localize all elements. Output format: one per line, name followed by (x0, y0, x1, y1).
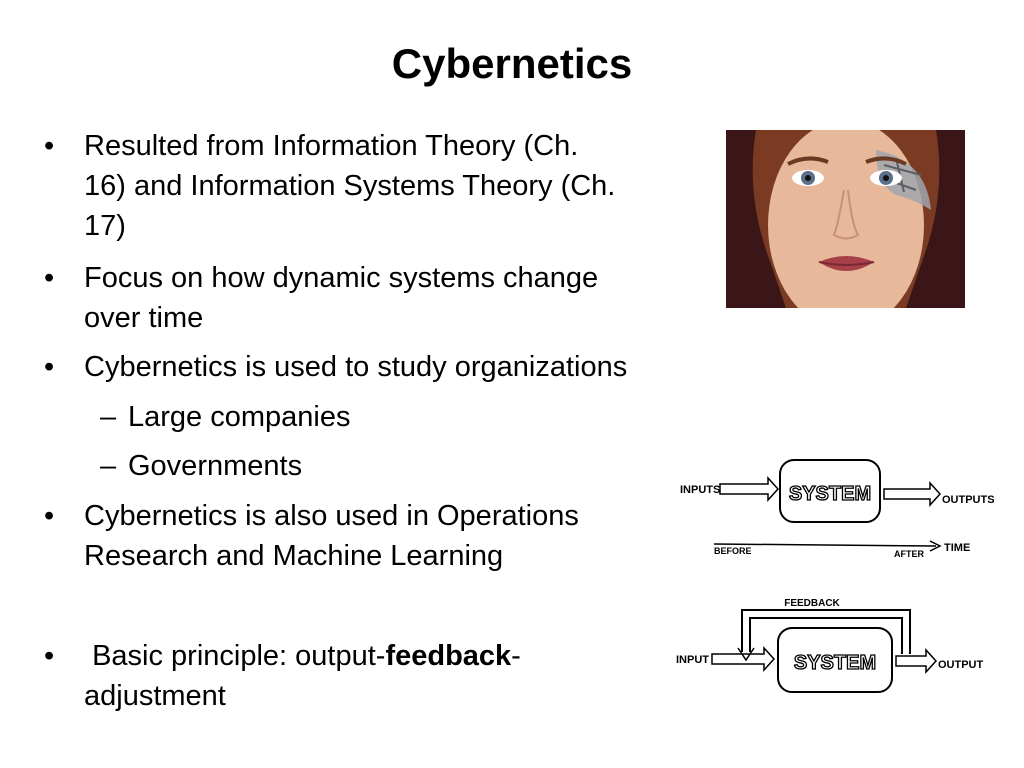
feedback-loop-inner (743, 611, 909, 654)
bullet-dot: • (44, 640, 55, 672)
bullet-line: Cybernetics is also used in Operations (84, 500, 579, 532)
feedback-label: FEEDBACK (784, 598, 840, 609)
before-label: BEFORE (714, 546, 752, 556)
bullet-line: Governments (128, 450, 303, 482)
input-label: INPUT (676, 654, 709, 666)
input-arrow-icon (711, 646, 776, 672)
bullet-line: Basic principle: output-feedback- (84, 636, 521, 676)
principle-prefix: Basic principle: output- (92, 640, 386, 672)
bullet-line: Cybernetics is used to study organizatio… (84, 351, 628, 383)
bullet-dot: • (44, 130, 55, 162)
open-system-diagram: INPUTS SYSTEM OUTPUTS BEFORE AFTER TIME (680, 459, 995, 559)
sub-bullet-dash: – (100, 401, 117, 433)
after-label: AFTER (894, 549, 924, 559)
system-label-2: SYSTEM (794, 652, 876, 674)
outputs-label: OUTPUTS (942, 494, 995, 506)
system-label: SYSTEM (789, 483, 871, 505)
output-label: OUTPUT (938, 659, 984, 671)
timeline-arrow-icon (929, 540, 942, 552)
bullet-line: 16) and Information Systems Theory (Ch. (84, 170, 616, 202)
feedback-bold: feedback (385, 640, 512, 672)
system-box (779, 459, 881, 523)
bullet-dot: • (44, 500, 55, 532)
feedback-system-diagram: FEEDBACK INPUT SYSTEM OUTPUT (676, 598, 984, 693)
inputs-label: INPUTS (680, 484, 720, 496)
bullet-line: Resulted from Information Theory (Ch. (84, 130, 579, 162)
time-label: TIME (944, 542, 970, 554)
bullet-line: Research and Machine Learning (84, 540, 504, 572)
bullet-item-1: • Resulted from Information Theory (Ch. … (44, 126, 616, 246)
bullet-line: Large companies (128, 401, 351, 433)
slide-title: Cybernetics (391, 40, 633, 87)
bullet-item-3: • Cybernetics is used to study organizat… (44, 347, 628, 387)
face-image (726, 130, 965, 308)
cyborg-face-photo (726, 130, 965, 308)
output-arrow-icon (895, 648, 938, 674)
bullet-dot: • (44, 351, 55, 383)
system-box-2 (777, 627, 893, 693)
sub-bullet-item-2: – Governments (100, 446, 303, 486)
bullet-line: adjustment (84, 680, 226, 712)
bullet-item-5: • Basic principle: output-feedback- adju… (44, 636, 521, 716)
bullet-line: 17) (84, 210, 126, 242)
feedback-arrowhead-icon (737, 647, 755, 662)
system-diagram: INPUTS SYSTEM OUTPUTS BEFORE AFTER TIME … (676, 459, 995, 693)
sub-bullet-dash: – (100, 450, 117, 482)
outputs-arrow-icon (883, 481, 942, 507)
bullet-dot: • (44, 262, 55, 294)
bullet-item-4: • Cybernetics is also used in Operations… (44, 496, 579, 576)
sub-bullet-item-1: – Large companies (100, 397, 351, 437)
timeline-line (713, 543, 937, 547)
bullet-line: over time (84, 302, 204, 334)
principle-dash: - (511, 640, 521, 672)
inputs-arrow-icon (719, 476, 780, 502)
bullet-item-2: • Focus on how dynamic systems change ov… (44, 258, 599, 338)
bullet-line: Focus on how dynamic systems change (84, 262, 599, 294)
